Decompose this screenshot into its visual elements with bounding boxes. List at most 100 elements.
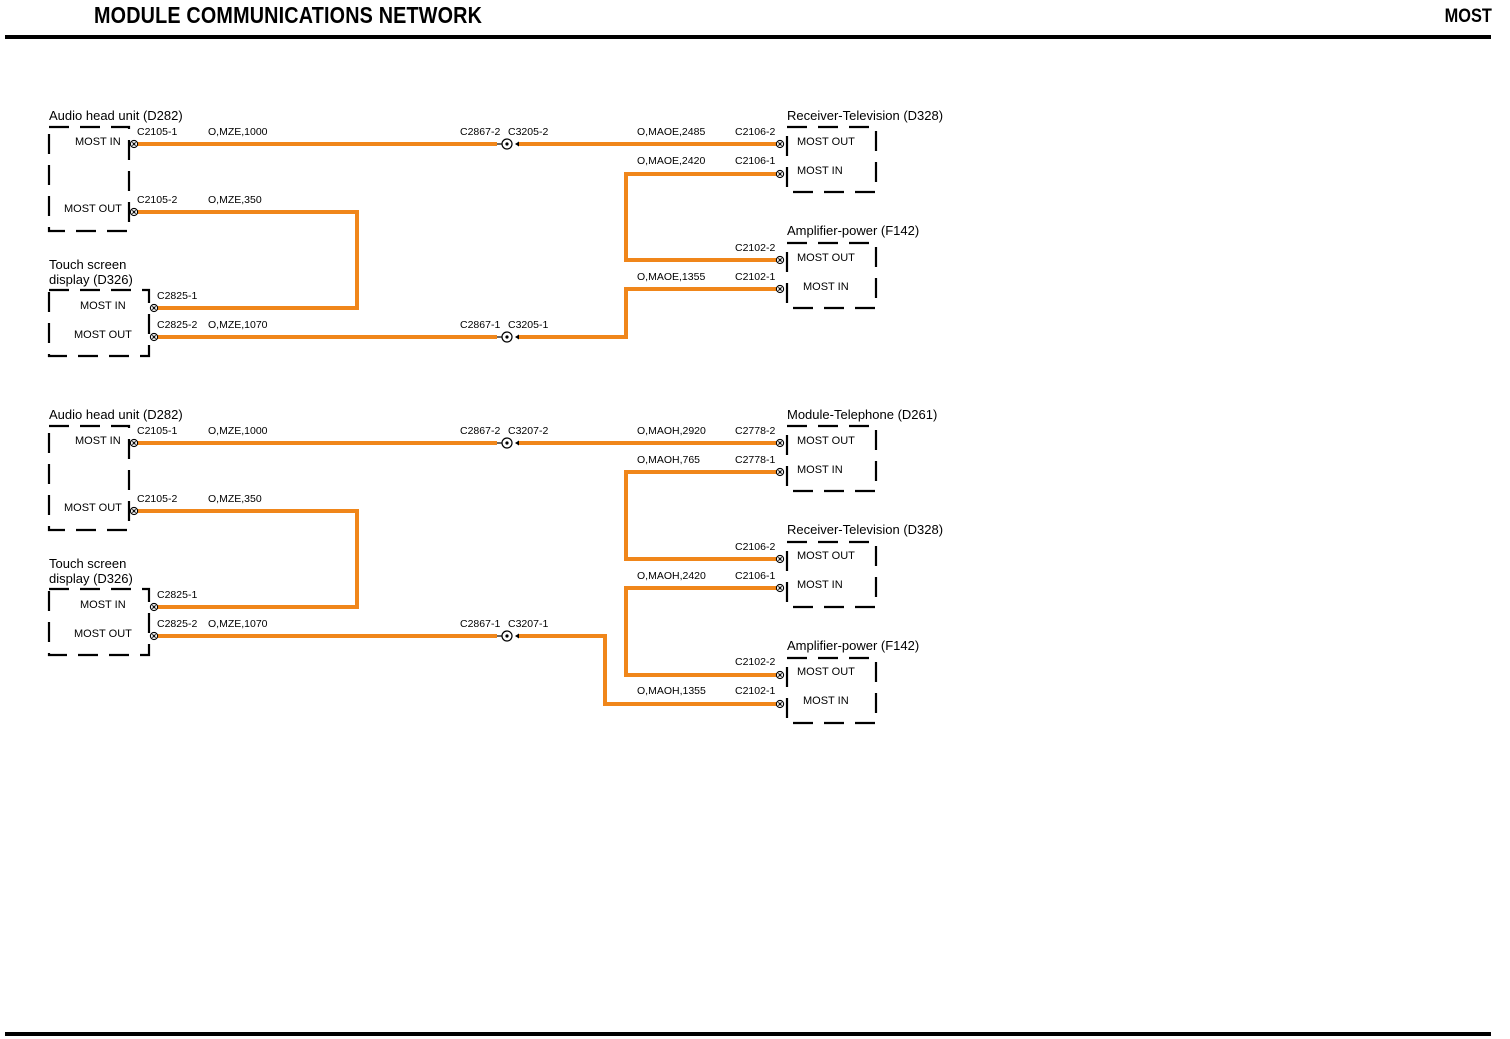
wire-label: O,MZE,1070 [208,319,268,331]
connector-label: C2102-2 [735,656,775,668]
pin-label: MOST IN [797,579,843,591]
connector-label: C3205-1 [508,319,548,331]
wire-label: O,MZE,350 [208,194,262,206]
module-title: Amplifier-power (F142) [787,223,919,238]
wire-label: O,MZE,350 [208,493,262,505]
page-title: MODULE COMMUNICATIONS NETWORK [94,2,483,28]
connector-label: C2778-2 [735,425,775,437]
connector-label: C2825-1 [157,290,197,302]
connector-icon [129,438,139,448]
connector-icon [775,467,785,477]
module-title: Receiver-Television (D328) [787,522,943,537]
connector-label: C2867-1 [460,618,500,630]
connector-icon [129,139,139,149]
pin-label: MOST IN [75,136,121,148]
pin-label: MOST OUT [64,502,122,514]
diagram-1: Audio head unit (D282) Touch screen disp… [47,108,943,358]
pin-label: MOST IN [803,281,849,293]
inline-connector-icon [496,331,520,343]
connector-icon [149,303,159,313]
pin-label: MOST OUT [797,136,855,148]
connector-icon [775,169,785,179]
module-title: Module-Telephone (D261) [787,407,937,422]
connector-label: C2105-1 [137,425,177,437]
connectors [129,138,785,343]
wire-label: O,MZE,1000 [208,126,268,138]
pin-label: MOST IN [797,464,843,476]
pin-label: MOST IN [80,300,126,312]
pin-label: MOST IN [797,165,843,177]
connector-icon [775,583,785,593]
pin-label: MOST OUT [64,203,122,215]
connector-label: C2105-2 [137,194,177,206]
connector-label: C3207-2 [508,425,548,437]
connector-label: C2867-2 [460,425,500,437]
connector-icon [775,554,785,564]
wire-label: O,MZE,1070 [208,618,268,630]
pin-label: MOST IN [80,599,126,611]
wire-w5 [624,586,779,677]
connector-label: C2825-2 [157,618,197,630]
amp-box [785,656,878,725]
amp-box [785,241,878,310]
module-title: Touch screen [49,556,126,571]
connector-label: C2825-2 [157,319,197,331]
wire-label: O,MAOH,765 [637,454,700,466]
connector-icon [775,255,785,265]
touch-box [47,587,151,657]
module-title: display (D326) [49,571,133,586]
inline-connector-icon [496,630,520,642]
wire-label: O,MAOH,1355 [637,685,706,697]
connector-label: C2105-1 [137,126,177,138]
touch-box [47,288,151,358]
module-title: display (D326) [49,272,133,287]
audio-box [47,125,131,233]
module-title: Audio head unit (D282) [49,407,183,422]
connector-icon [149,332,159,342]
connector-label: C2867-1 [460,319,500,331]
pin-label: MOST OUT [797,435,855,447]
module-title: Receiver-Television (D328) [787,108,943,123]
pin-label: MOST OUT [797,252,855,264]
wire-label: O,MAOE,2485 [637,126,705,138]
system-tag: MOST [1444,6,1492,27]
rtv-box [785,540,878,609]
wire-label: O,MAOE,2420 [637,155,705,167]
pin-label: MOST IN [803,695,849,707]
pin-label: MOST OUT [797,666,855,678]
pin-label: MOST OUT [74,628,132,640]
connector-icon [149,602,159,612]
wire-label: O,MZE,1000 [208,425,268,437]
wire-w5 [519,287,779,339]
connector-label: C2106-1 [735,570,775,582]
connector-label: C3207-1 [508,618,548,630]
inline-connector-icon [496,138,520,150]
connector-label: C2102-1 [735,685,775,697]
audio-box [47,424,131,532]
connector-label: C2105-2 [137,493,177,505]
wire-label: O,MAOH,2920 [637,425,706,437]
module-boxes [47,125,878,358]
wire-label: O,MAOE,1355 [637,271,705,283]
module-title: Amplifier-power (F142) [787,638,919,653]
wire-w4 [136,509,359,609]
module-title: Touch screen [49,257,126,272]
connector-icon [775,438,785,448]
connector-label: C2825-1 [157,589,197,601]
wire-w4 [136,210,359,310]
connector-icon [775,670,785,680]
rtv-box [785,125,878,194]
pin-label: MOST OUT [74,329,132,341]
pin-label: MOST OUT [797,550,855,562]
pin-label: MOST IN [75,435,121,447]
wire-label: O,MAOH,2420 [637,570,706,582]
footer-rule [5,1032,1491,1036]
connector-icon [129,506,139,516]
inline-connector-icon [496,437,520,449]
module-boxes [47,424,878,725]
wires [136,441,779,706]
connector-label: C2867-2 [460,126,500,138]
connector-label: C2102-2 [735,242,775,254]
connector-label: C3205-2 [508,126,548,138]
